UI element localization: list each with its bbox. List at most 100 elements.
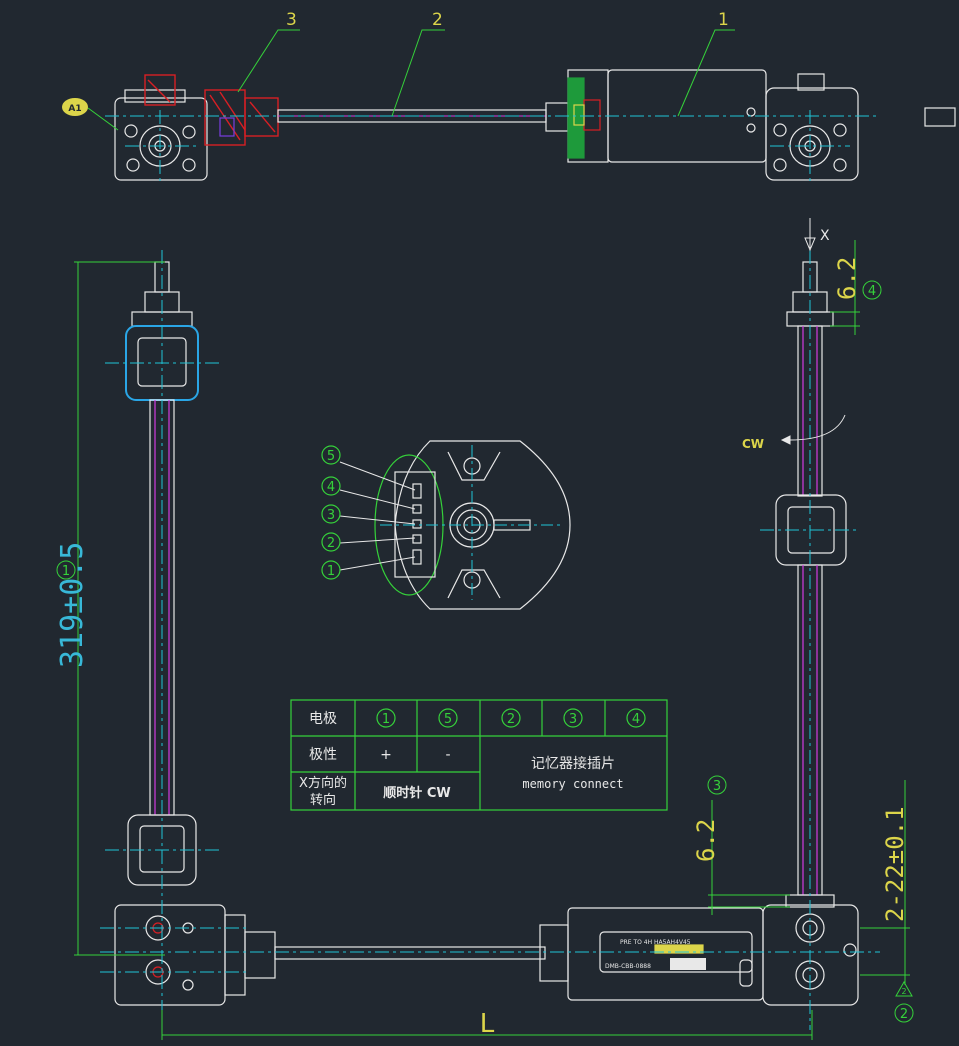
table-pin-2-circle — [501, 708, 521, 728]
left-gearbox-flange — [124, 89, 186, 103]
right-gearbox-top-boss — [797, 73, 825, 91]
overall-length-circle — [56, 560, 76, 580]
connector-upper-rib — [447, 451, 501, 481]
table-pin-5-circle — [438, 708, 458, 728]
motor-detail-circle-2 — [746, 123, 756, 133]
right-screw-4 — [773, 123, 787, 137]
top-offset-text: 6.2 — [833, 257, 861, 300]
view-x-arrowhead — [804, 237, 816, 252]
top-offset-circle — [862, 280, 882, 300]
rotation-arrowhead — [780, 435, 791, 445]
pin-leader-5 — [339, 461, 416, 491]
top-offset-circle-text: 4 — [868, 284, 876, 299]
right-gearbox-outline — [765, 87, 859, 181]
callout-1-text: 1 — [718, 10, 729, 30]
left-screw-4 — [124, 124, 138, 138]
pin-marker-5-circle — [321, 445, 341, 465]
lower-centerlines — [100, 250, 880, 1030]
motor-label-line1: PRE TO 4H HA5AH4V45 — [620, 939, 691, 946]
bottom-offset-circle-text: 3 — [713, 779, 721, 794]
bottom-offset-text: 6.2 — [692, 819, 720, 862]
pin-spacing-text: 2-22±0.1 — [881, 806, 909, 922]
pin-table — [290, 699, 668, 811]
nameplate-barcode — [670, 958, 706, 970]
pin-marker-3-text: 3 — [327, 508, 335, 523]
callout-3-text: 3 — [286, 10, 297, 30]
table-memory-cn: 记忆器接插片 — [531, 755, 615, 772]
overall-length-text: 319±0.5 — [55, 542, 90, 668]
left-screw-1 — [126, 158, 140, 172]
rotation-label: CW — [742, 437, 764, 451]
pin-leader-2 — [339, 537, 416, 544]
pin-marker-5-text: 5 — [327, 449, 335, 464]
table-memory-en: memory connect — [522, 777, 623, 791]
left-red-block — [144, 74, 176, 106]
pin-marker-4-circle — [321, 476, 341, 496]
nameplate-yellow-sticker — [654, 944, 704, 954]
pin-leader-4 — [339, 489, 416, 510]
bottom-right-screw — [843, 943, 857, 957]
top-callout-leaders — [87, 29, 735, 131]
datum-triangle — [895, 980, 913, 997]
motor-label-line2: DMB-CBB-0888 — [605, 963, 651, 970]
left-screw-2 — [182, 158, 196, 172]
table-row3-header-line2: 转向 — [310, 792, 336, 808]
motor-endcap-green-section — [567, 77, 585, 159]
right-screw-1 — [773, 158, 787, 172]
pin-marker-1-text: 1 — [327, 564, 335, 579]
bottom-left-screw-2 — [182, 979, 194, 991]
connector-pin-leaders — [339, 461, 416, 571]
left-gearbox-outline — [114, 97, 208, 181]
table-pin-1-text: 1 — [382, 712, 390, 727]
pin-leader-1 — [339, 556, 416, 571]
callout-2-text: 2 — [432, 10, 443, 30]
coupler-insert — [219, 117, 235, 137]
table-polarity-plus: + — [380, 747, 392, 763]
connector-centerlines — [380, 445, 560, 600]
motor-side-slot — [739, 959, 753, 987]
connector-pin-slot-1 — [412, 483, 422, 499]
bottom-offset-circle — [707, 775, 727, 795]
table-polarity-minus: - — [445, 747, 450, 763]
leader-callout-3 — [237, 29, 300, 93]
overall-length-circle-text: 1 — [62, 564, 70, 579]
table-pin-4-text: 4 — [632, 712, 640, 727]
pin-marker-1-circle — [321, 560, 341, 580]
coupler-hatch-3 — [249, 101, 276, 133]
dimension-lines — [74, 218, 913, 1040]
connector-lower-rib — [447, 569, 501, 599]
top-right-stub — [924, 107, 956, 127]
connector-pin-slot-4 — [412, 534, 422, 544]
right-screw-2 — [833, 158, 847, 172]
length-l-text: L — [480, 1009, 495, 1039]
motor-endcap-yellow-part — [573, 104, 585, 126]
coupler-hatch-2 — [219, 91, 246, 131]
pin-spacing-circle — [894, 1003, 914, 1023]
rotation-arc — [789, 414, 846, 441]
leader-callout-2 — [391, 29, 445, 117]
pin-marker-3-circle — [321, 504, 341, 524]
connector-pin-markers — [321, 445, 341, 580]
table-pin-3-circle — [563, 708, 583, 728]
datum-triangle-text: 2 — [901, 987, 906, 996]
pin-marker-2-text: 2 — [327, 536, 335, 551]
pin-marker-2-circle — [321, 532, 341, 552]
table-pin-4-circle — [626, 708, 646, 728]
table-pin-2-text: 2 — [507, 712, 515, 727]
right-screw-3 — [833, 123, 847, 137]
top-view-centerlines — [105, 110, 880, 185]
table-direction-text: 顺时针 CW — [383, 785, 450, 801]
left-screw-3 — [182, 125, 196, 139]
table-row2-header: 极性 — [309, 747, 337, 763]
badge-a1-shape — [62, 98, 88, 116]
badge-a1-text: A1 — [68, 104, 81, 114]
connector-housing-outline — [394, 440, 571, 610]
leader-badge-a1 — [87, 107, 119, 131]
table-pin-1-circle — [376, 708, 396, 728]
pin-spacing-circle-text: 2 — [900, 1007, 908, 1022]
table-pin-5-text: 5 — [444, 712, 452, 727]
pin-table-border — [290, 699, 668, 811]
table-pin-3-text: 3 — [569, 712, 577, 727]
